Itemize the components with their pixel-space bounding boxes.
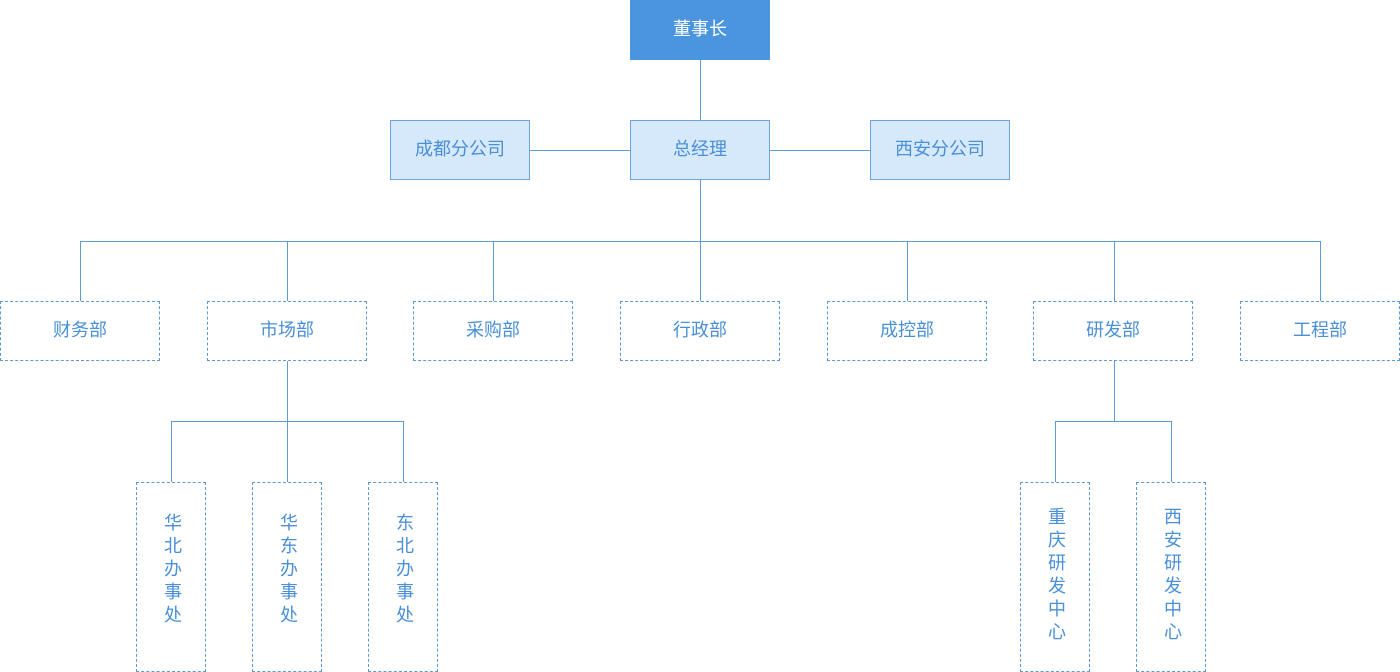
branch-label: 西安分公司: [895, 139, 985, 160]
dept-engineering-node: 工程部: [1240, 301, 1400, 361]
office-label: 华东办事处: [277, 513, 298, 628]
dept-label: 成控部: [880, 320, 934, 341]
chairman-node: 董事长: [630, 0, 770, 60]
dept-marketing-node: 市场部: [207, 301, 367, 361]
dept-cost-control-node: 成控部: [827, 301, 987, 361]
general-manager-node: 总经理: [630, 120, 770, 180]
dept-label: 市场部: [260, 320, 314, 341]
dept-rd-node: 研发部: [1033, 301, 1193, 361]
rd-center-label: 西安研发中心: [1161, 507, 1182, 645]
office-label: 东北办事处: [393, 513, 414, 628]
dept-label: 工程部: [1293, 320, 1347, 341]
office-label: 华北办事处: [161, 513, 182, 628]
office-east-china-node: 华东办事处: [252, 482, 322, 672]
office-northeast-node: 东北办事处: [368, 482, 438, 672]
rd-center-xian-node: 西安研发中心: [1136, 482, 1206, 672]
rd-center-label: 重庆研发中心: [1045, 507, 1066, 645]
chairman-label: 董事长: [673, 19, 727, 40]
rd-center-chongqing-node: 重庆研发中心: [1020, 482, 1090, 672]
dept-admin-node: 行政部: [620, 301, 780, 361]
office-north-china-node: 华北办事处: [136, 482, 206, 672]
general-manager-label: 总经理: [673, 139, 727, 160]
branch-xian-node: 西安分公司: [870, 120, 1010, 180]
dept-finance-node: 财务部: [0, 301, 160, 361]
dept-label: 财务部: [53, 320, 107, 341]
dept-procurement-node: 采购部: [413, 301, 573, 361]
dept-label: 采购部: [466, 320, 520, 341]
branch-label: 成都分公司: [415, 139, 505, 160]
branch-chengdu-node: 成都分公司: [390, 120, 530, 180]
dept-label: 研发部: [1086, 320, 1140, 341]
dept-label: 行政部: [673, 320, 727, 341]
